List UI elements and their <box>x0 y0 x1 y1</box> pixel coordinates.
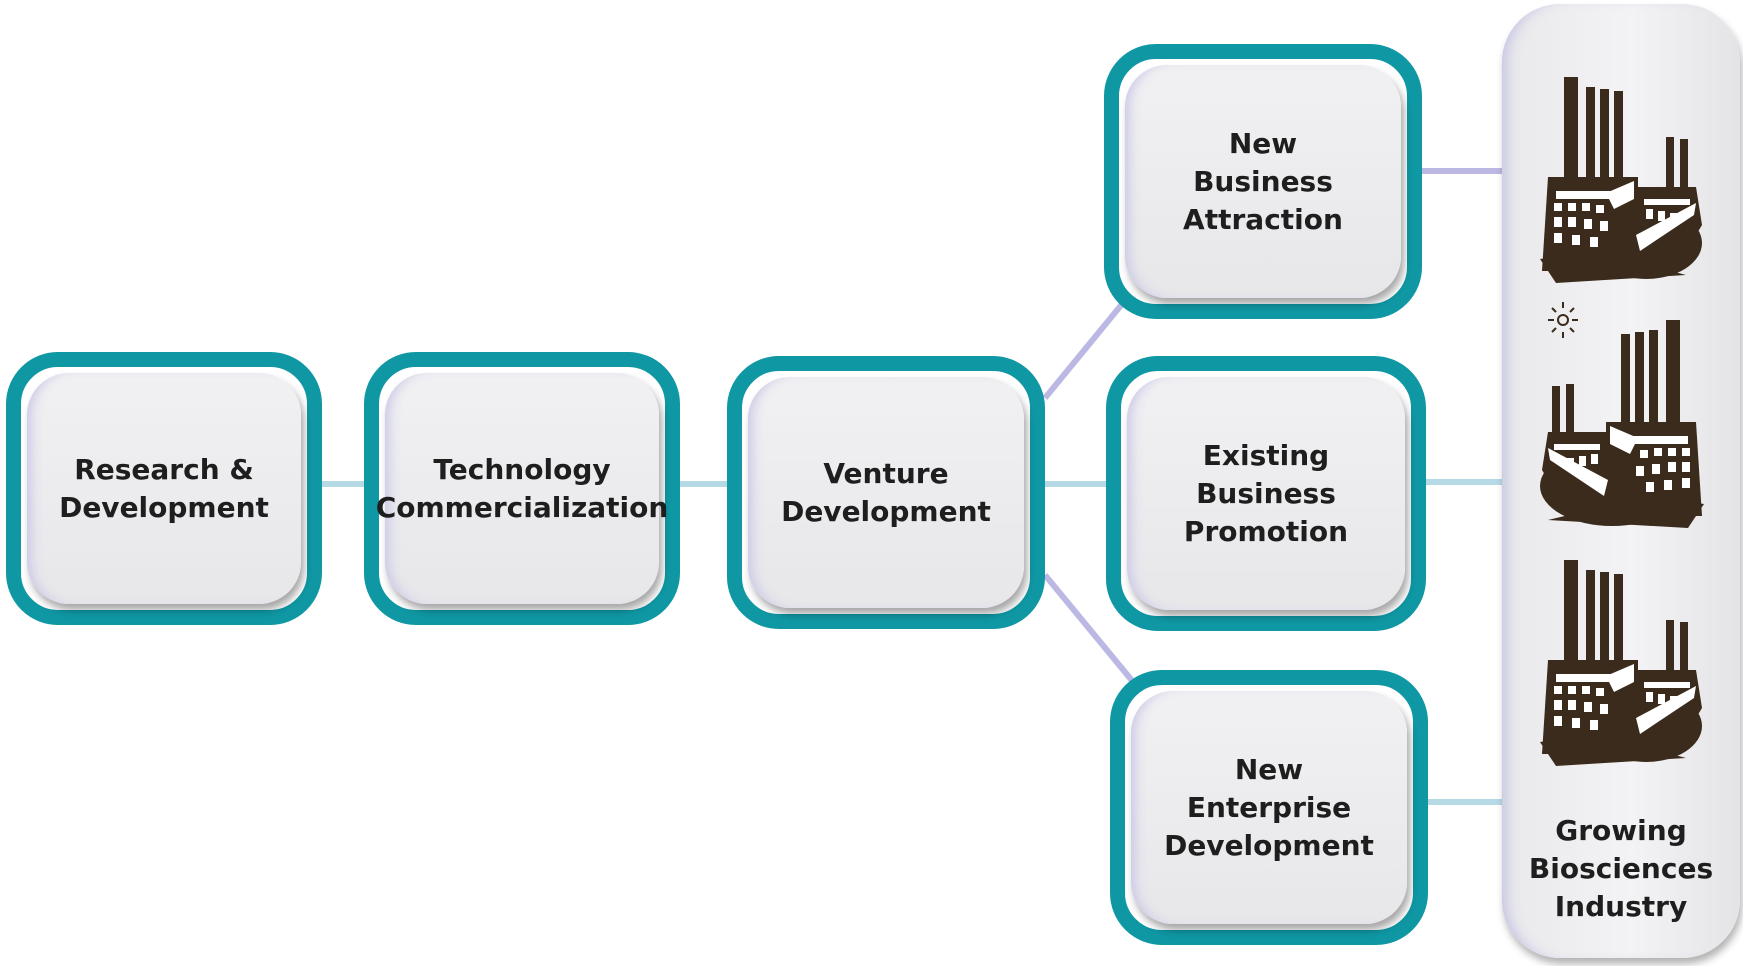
node-technology-commercialization: Technology Commercialization <box>364 352 680 625</box>
node-label: Research & Development <box>59 452 269 524</box>
factory-icon <box>1540 560 1702 766</box>
node-label: Venture Development <box>781 456 991 528</box>
node-new-enterprise-development: New Enterprise Development <box>1110 670 1428 945</box>
node-label: New Business Attraction <box>1183 126 1343 236</box>
node-label: Technology Commercialization <box>375 452 669 524</box>
node-new-business-attraction: New Business Attraction <box>1104 44 1422 319</box>
factory-icon <box>1540 77 1702 283</box>
node-label: Existing Business Promotion <box>1183 438 1349 548</box>
sun-icon <box>1548 302 1578 338</box>
node-label: New Enterprise Development <box>1164 752 1374 862</box>
node-research-development: Research & Development <box>6 352 322 625</box>
node-existing-business-promotion: Existing Business Promotion <box>1106 356 1426 631</box>
industry-label: Growing Biosciences Industry <box>1528 814 1714 923</box>
node-venture-development: Venture Development <box>727 356 1045 629</box>
factory-icon <box>1540 320 1704 528</box>
